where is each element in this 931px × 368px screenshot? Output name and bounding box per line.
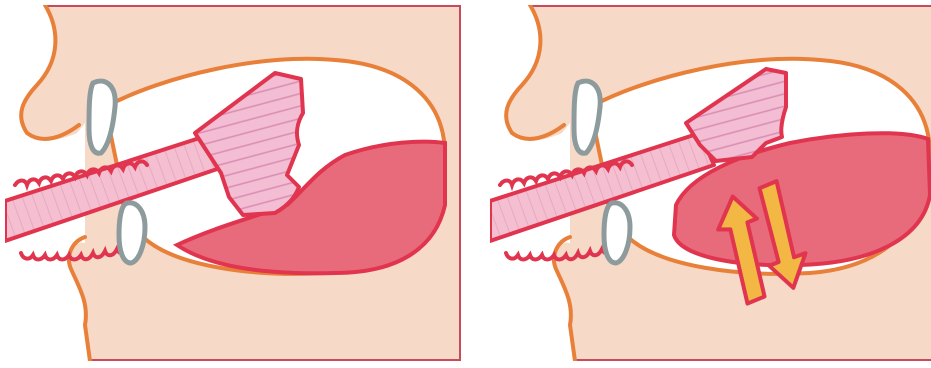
panel-left xyxy=(5,5,461,361)
panel-right xyxy=(490,5,931,361)
lower-teeth-icon xyxy=(119,203,145,263)
lower-teeth-icon xyxy=(604,203,630,263)
